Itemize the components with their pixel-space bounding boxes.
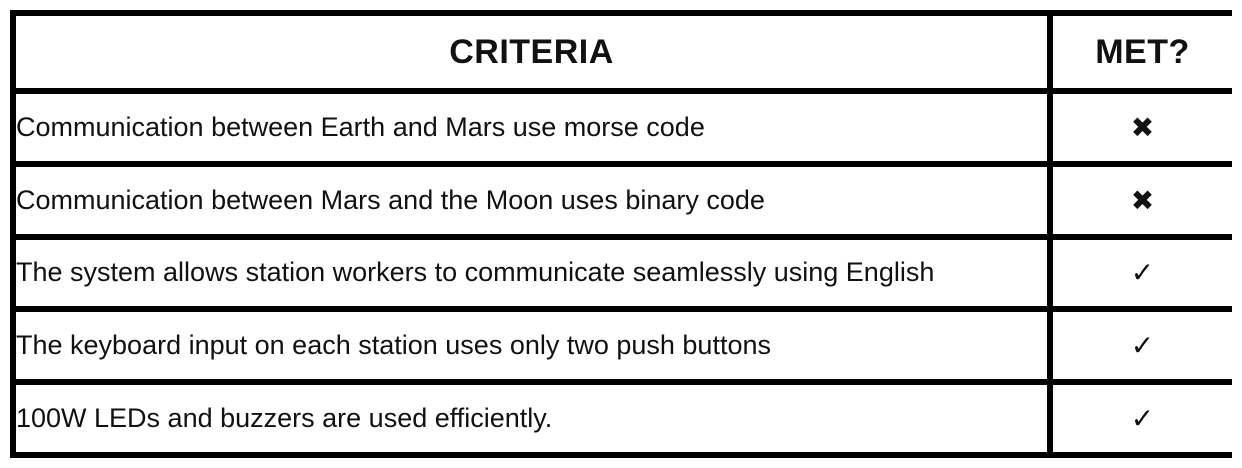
table-row: The system allows station workers to com… [16, 239, 1232, 307]
not-met-icon: ✖ [1053, 94, 1232, 161]
check-icon: ✓ [1053, 385, 1232, 452]
criteria-cell: 100W LEDs and buzzers are used efficient… [16, 385, 1047, 452]
header-row: CRITERIA MET? [16, 16, 1232, 88]
table-row: 100W LEDs and buzzers are used efficient… [16, 385, 1232, 452]
criteria-cell: Communication between Mars and the Moon … [16, 166, 1047, 234]
table-row: Communication between Mars and the Moon … [16, 166, 1232, 234]
check-icon: ✓ [1053, 312, 1232, 380]
check-icon: ✓ [1053, 239, 1232, 307]
table-row: The keyboard input on each station uses … [16, 312, 1232, 380]
criteria-cell: The keyboard input on each station uses … [16, 312, 1047, 380]
table-row: Communication between Earth and Mars use… [16, 94, 1232, 161]
criteria-header: CRITERIA [16, 16, 1047, 88]
met-header: MET? [1053, 16, 1232, 88]
criteria-cell: Communication between Earth and Mars use… [16, 94, 1047, 161]
not-met-icon: ✖ [1053, 166, 1232, 234]
criteria-table: CRITERIA MET? Communication between Eart… [10, 10, 1238, 458]
criteria-cell: The system allows station workers to com… [16, 239, 1047, 307]
criteria-table-frame: CRITERIA MET? Communication between Eart… [10, 10, 1232, 458]
